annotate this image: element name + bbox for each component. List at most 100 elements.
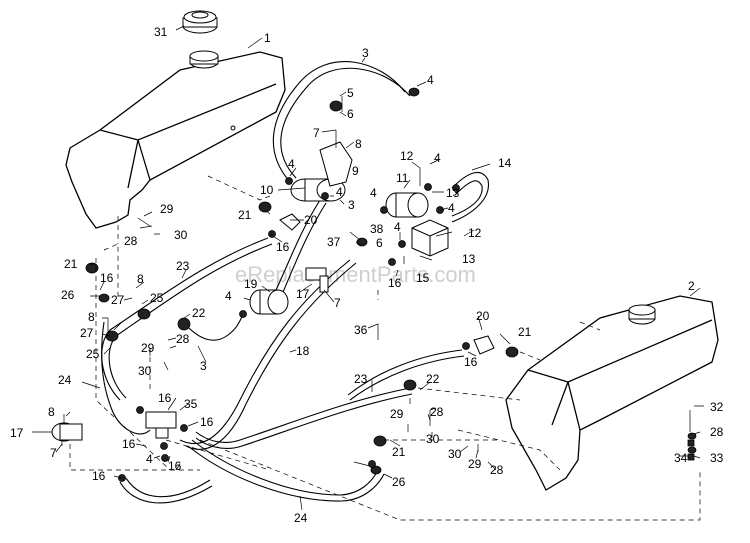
callout-28: 28 (490, 463, 504, 477)
callout-36: 36 (354, 323, 368, 337)
callout-16: 16 (158, 391, 172, 405)
callout-21: 21 (64, 257, 78, 271)
callout-16: 16 (100, 271, 114, 285)
fuel-cap (182, 10, 218, 34)
callout-4: 4 (225, 289, 232, 303)
callout-30: 30 (448, 447, 462, 461)
callout-22: 22 (192, 306, 206, 320)
callout-16: 16 (464, 355, 478, 369)
callout-4: 4 (448, 201, 455, 215)
callout-16: 16 (388, 276, 402, 290)
callout-10: 10 (260, 183, 274, 197)
callout-29: 29 (468, 457, 482, 471)
callout-7: 7 (334, 296, 341, 310)
callout-4: 4 (336, 185, 343, 199)
callout-4: 4 (434, 151, 441, 165)
callout-17: 17 (296, 287, 310, 301)
callout-38: 38 (370, 222, 384, 236)
callout-19: 19 (244, 277, 258, 291)
callout-13: 13 (462, 252, 476, 266)
callout-3: 3 (348, 198, 355, 212)
grommets (85, 87, 697, 475)
assembly-lines (69, 175, 701, 521)
clamps-4 (118, 177, 470, 482)
callout-8: 8 (48, 405, 55, 419)
callout-31: 31 (154, 25, 168, 39)
callout-12: 12 (400, 149, 414, 163)
callout-30: 30 (426, 432, 440, 446)
callout-4: 4 (370, 186, 377, 200)
callout-29: 29 (141, 341, 155, 355)
callout-9: 9 (352, 164, 359, 178)
callout-3: 3 (200, 359, 207, 373)
callout-33: 33 (710, 451, 724, 465)
fuel-tank-left (65, 50, 286, 229)
callout-15: 15 (416, 271, 430, 285)
callout-7: 7 (313, 126, 320, 140)
callout-labels: 31 1 3 4 5 6 7 8 4 9 10 4 3 12 4 14 11 4… (10, 25, 724, 525)
fitting-20-left (279, 213, 301, 231)
callout-6: 6 (347, 107, 354, 121)
callout-21: 21 (238, 208, 252, 222)
callout-12: 12 (468, 226, 482, 240)
valve-17-center (305, 267, 329, 293)
callout-29: 29 (390, 407, 404, 421)
callout-5: 5 (347, 86, 354, 100)
callout-3: 3 (362, 46, 369, 60)
callout-20: 20 (304, 213, 318, 227)
fitting-20-right (473, 335, 495, 355)
watermark: eReplacementParts.com (235, 262, 476, 287)
callout-23: 23 (354, 372, 368, 386)
callout-11: 11 (396, 171, 409, 185)
callout-2: 2 (688, 279, 695, 293)
callout-25: 25 (150, 291, 164, 305)
callout-28: 28 (124, 234, 138, 248)
callout-17: 17 (10, 426, 24, 440)
callout-37: 37 (327, 235, 341, 249)
callout-28: 28 (176, 332, 190, 346)
callout-21: 21 (518, 325, 532, 339)
callout-16: 16 (200, 415, 214, 429)
callout-16: 16 (122, 437, 136, 451)
callout-34: 34 (674, 451, 688, 465)
callout-26: 26 (392, 475, 406, 489)
callout-14: 14 (498, 156, 512, 170)
fuel-tank-right (505, 295, 719, 491)
filter-19 (249, 289, 289, 315)
callout-30: 30 (138, 364, 152, 378)
callout-25: 25 (86, 347, 100, 361)
callout-30: 30 (174, 228, 188, 242)
tee-fitting-35 (145, 411, 177, 439)
callout-21: 21 (392, 445, 406, 459)
callout-24: 24 (294, 511, 308, 525)
callout-24: 24 (58, 373, 72, 387)
callout-8: 8 (355, 137, 362, 151)
clamp-9 (319, 141, 353, 187)
callout-22: 22 (426, 372, 440, 386)
callout-28: 28 (710, 425, 724, 439)
callout-8: 8 (137, 272, 144, 286)
callout-4: 4 (394, 220, 401, 234)
callout-6: 6 (376, 236, 383, 250)
callout-1: 1 (264, 31, 271, 45)
callout-8: 8 (88, 310, 95, 324)
callout-26: 26 (61, 288, 75, 302)
callout-16: 16 (276, 240, 290, 254)
callout-13: 13 (446, 186, 460, 200)
callout-16: 16 (92, 469, 106, 483)
callout-7: 7 (50, 446, 57, 460)
callout-29: 29 (160, 202, 174, 216)
callout-4: 4 (427, 73, 434, 87)
callout-27: 27 (80, 326, 94, 340)
callout-18: 18 (296, 344, 310, 358)
fuel-pump-11 (385, 192, 429, 218)
leader-lines (32, 25, 704, 511)
callout-27: 27 (111, 293, 125, 307)
callout-28: 28 (430, 405, 444, 419)
fuel-hoses (101, 61, 489, 504)
callout-4: 4 (146, 452, 153, 466)
valve-17-left (51, 422, 83, 442)
callout-32: 32 (710, 400, 724, 414)
callout-35: 35 (184, 397, 198, 411)
